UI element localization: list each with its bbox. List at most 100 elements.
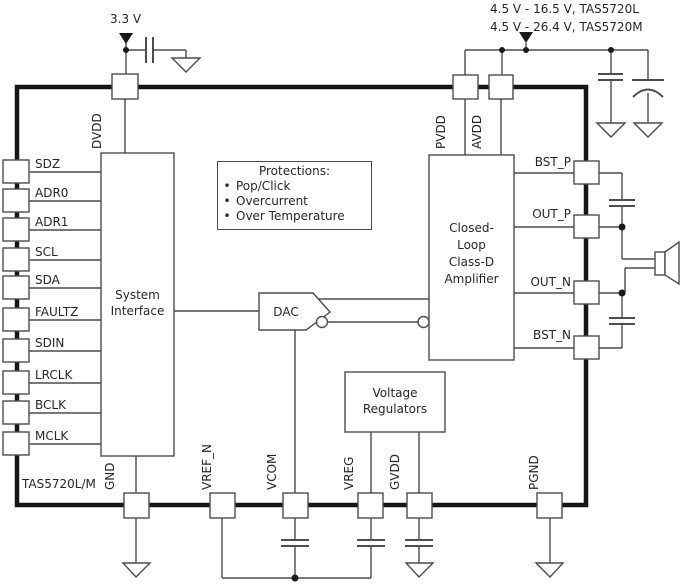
bullet-icon: • — [223, 194, 231, 208]
pin-label-bclk: BCLK — [35, 398, 66, 412]
pin-label-sda: SDA — [35, 273, 60, 287]
pin-label-out-p: OUT_P — [532, 207, 571, 221]
dac-label: DAC — [273, 305, 299, 319]
protections-item-label: Overcurrent — [236, 194, 308, 208]
pin-box-vref-n — [209, 492, 236, 519]
pin-box-pvdd — [452, 74, 479, 100]
ground-icon — [534, 562, 565, 579]
supply-arrows-and-dots — [119, 32, 626, 582]
capacitor-bulk-polarized — [632, 79, 664, 98]
pin-label-vref-n: VREF_N — [200, 443, 214, 490]
pin-label-dvdd: DVDD — [90, 113, 104, 149]
pin-box-bclk — [2, 400, 30, 425]
protections-item: • Overcurrent — [218, 194, 371, 209]
pin-box-vcom — [282, 492, 309, 519]
protections-box: Protections: • Pop/Click • Overcurrent •… — [217, 161, 372, 230]
pin-label-avdd: AVDD — [470, 114, 484, 149]
pin-box-sda — [2, 275, 30, 300]
protections-item-label: Over Temperature — [236, 209, 345, 223]
class-d-amplifier-block — [428, 154, 515, 361]
capacitor-bst-p — [609, 199, 635, 207]
pin-label-gvdd: GVDD — [388, 454, 402, 490]
system-interface-label: System Interface — [110, 288, 165, 318]
junction-dot — [499, 47, 505, 53]
pin-label-out-n: OUT_N — [530, 275, 571, 289]
ground-icon — [595, 122, 627, 138]
junction-dot — [618, 223, 626, 231]
capacitor-dvdd — [145, 37, 154, 63]
pin-box-bst-n — [573, 335, 600, 360]
junction-dot — [123, 47, 129, 53]
voltage-regulators-label: Voltage Regulators — [362, 386, 428, 416]
junction-dot — [608, 47, 614, 53]
supply-arrow-icon — [519, 32, 533, 43]
pin-boxes — [2, 73, 600, 519]
ground-icon — [404, 562, 435, 579]
ground-icon — [170, 57, 202, 73]
pin-label-mclk: MCLK — [35, 429, 69, 443]
pin-box-dvdd — [111, 73, 139, 100]
pin-box-faultz — [2, 307, 30, 332]
supply-label-pvdd-line2: 4.5 V - 26.4 V, TAS5720M — [490, 20, 643, 34]
ground-symbols — [121, 57, 664, 579]
pin-box-gnd — [123, 492, 150, 519]
pin-label-gnd: GND — [103, 462, 117, 490]
chip-name-label: TAS5720L/M — [22, 477, 96, 491]
pin-box-lrclk — [2, 370, 30, 395]
pin-label-vcom: VCOM — [265, 453, 279, 490]
protections-item: • Pop/Click — [218, 179, 371, 194]
capacitor-gvdd — [405, 539, 433, 547]
wires — [29, 33, 655, 579]
bullet-icon: • — [223, 209, 231, 223]
junction-dot — [291, 574, 299, 582]
pin-box-scl — [2, 247, 30, 272]
capacitor-pvdd — [598, 73, 623, 81]
pin-box-adr0 — [2, 188, 30, 213]
pin-box-pgnd — [536, 492, 563, 519]
capacitor-vcom — [281, 539, 309, 547]
bullet-icon: • — [223, 179, 231, 193]
protections-item-label: Pop/Click — [236, 179, 291, 193]
supply-arrow-icon — [119, 33, 133, 44]
pin-label-vreg: VREG — [342, 456, 356, 490]
pin-label-sdz: SDZ — [35, 157, 61, 171]
ground-icon — [121, 562, 152, 579]
junction-dot — [523, 47, 529, 53]
protections-title: Protections: — [258, 164, 330, 178]
pin-box-avdd — [488, 74, 514, 100]
pin-box-bst-p — [573, 160, 600, 185]
pin-box-sdz — [2, 159, 30, 184]
protections-item: • Over Temperature — [218, 209, 371, 224]
ground-icon — [632, 122, 664, 138]
class-d-amplifier-label: Closed- Loop Class-D Amplifier — [444, 221, 499, 286]
pin-label-adr0: ADR0 — [35, 186, 69, 200]
system-interface-block — [100, 152, 175, 457]
pin-label-bst-n: BST_N — [533, 328, 571, 342]
capacitor-bst-n — [609, 317, 635, 325]
pin-box-vreg — [357, 492, 384, 519]
capacitors — [145, 37, 664, 547]
supply-label-3v3: 3.3 V — [110, 12, 142, 26]
pin-label-adr1: ADR1 — [35, 215, 69, 229]
pin-label-faultz: FAULTZ — [35, 305, 79, 319]
dac-symbol — [258, 292, 430, 331]
block-rects — [100, 152, 515, 457]
pin-label-scl: SCL — [35, 245, 58, 259]
pin-box-gvdd — [406, 492, 433, 519]
pin-label-bst-p: BST_P — [534, 155, 571, 169]
pin-label-lrclk: LRCLK — [35, 368, 73, 382]
pin-label-sdin: SDIN — [35, 336, 65, 350]
junction-dot — [618, 289, 626, 297]
pin-label-pgnd: PGND — [527, 455, 541, 490]
pin-box-mclk — [2, 431, 30, 456]
pin-box-sdin — [2, 338, 30, 363]
pin-box-adr1 — [2, 217, 30, 242]
pin-box-out-p — [573, 214, 600, 239]
inversion-bubble — [315, 315, 329, 329]
voltage-regulators-block — [344, 371, 446, 433]
pin-label-pvdd: PVDD — [434, 115, 448, 149]
speaker-icon — [654, 240, 680, 286]
inversion-bubble — [417, 315, 430, 329]
